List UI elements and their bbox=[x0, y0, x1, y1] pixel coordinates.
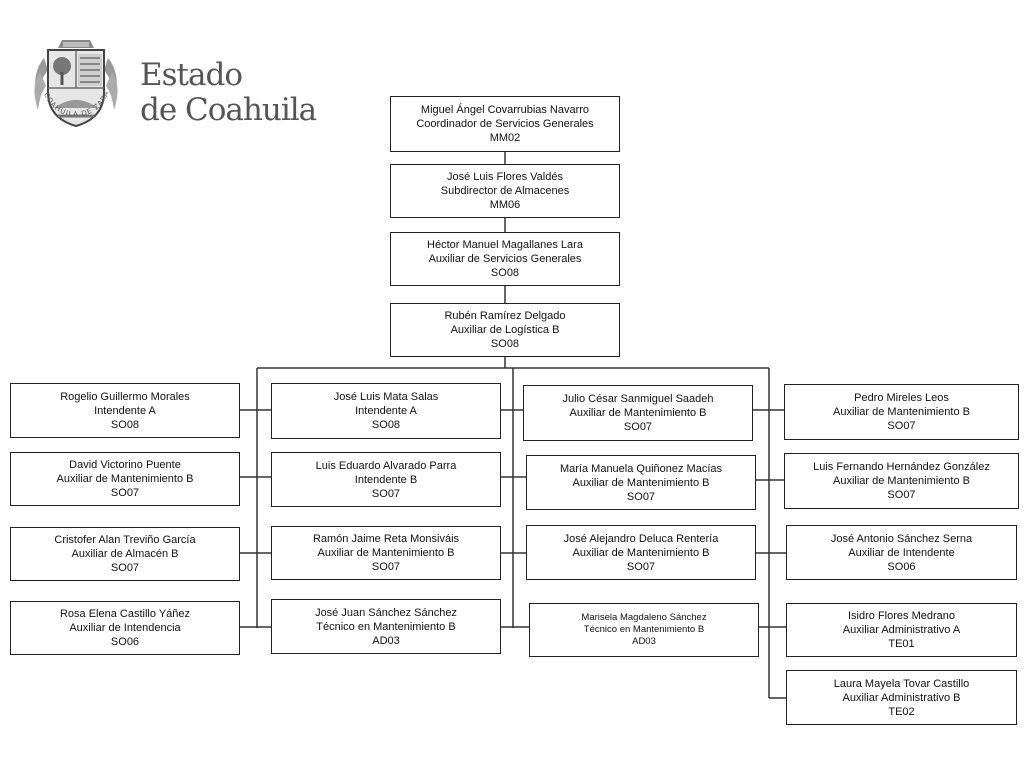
org-node: José Juan Sánchez Sánchez Técnico en Man… bbox=[271, 599, 501, 654]
node-code: SO08 bbox=[110, 418, 140, 431]
org-node-servicios-generales: Héctor Manuel Magallanes Lara Auxiliar d… bbox=[390, 232, 620, 286]
node-name: Rogelio Guillermo Morales bbox=[60, 390, 190, 403]
node-code: TE01 bbox=[888, 638, 915, 650]
node-name: Luis Fernando Hernández González bbox=[813, 461, 990, 473]
node-role: Auxiliar Administrativo A bbox=[842, 624, 961, 636]
node-name: Miguel Ángel Covarrubias Navarro bbox=[420, 104, 590, 116]
node-name: José Luis Mata Salas bbox=[333, 391, 439, 403]
org-node: Cristofer Alan Treviño García Auxiliar d… bbox=[10, 527, 240, 581]
org-node: José Luis Mata Salas Intendente A SO08 bbox=[271, 383, 501, 439]
node-role: Auxiliar de Logística B bbox=[450, 324, 560, 336]
node-role: Auxiliar de Mantenimiento B bbox=[572, 476, 710, 489]
org-node: Pedro Mireles Leos Auxiliar de Mantenimi… bbox=[784, 384, 1019, 440]
node-code: SO06 bbox=[110, 636, 140, 648]
node-name: José Luis Flores Valdés bbox=[447, 171, 563, 183]
org-node: Luis Fernando Hernández González Auxilia… bbox=[784, 453, 1019, 509]
node-code: SO07 bbox=[371, 561, 401, 573]
org-node: Isidro Flores Medrano Auxiliar Administr… bbox=[786, 603, 1017, 657]
node-role: Coordinador de Servicios Generales bbox=[416, 118, 594, 130]
node-name: David Victorino Puente bbox=[69, 459, 181, 471]
org-node-subdirector: José Luis Flores Valdés Subdirector de A… bbox=[390, 164, 620, 218]
org-node: José Antonio Sánchez Serna Auxiliar de I… bbox=[786, 525, 1017, 580]
node-name: José Antonio Sánchez Serna bbox=[830, 532, 973, 545]
node-name: Héctor Manuel Magallanes Lara bbox=[427, 239, 583, 251]
node-code: SO07 bbox=[887, 489, 916, 501]
node-role: Auxiliar de Intendencia bbox=[69, 622, 181, 634]
node-role: Auxiliar de Mantenimiento B bbox=[56, 473, 194, 485]
org-node: Laura Mayela Tovar Castillo Auxiliar Adm… bbox=[786, 670, 1017, 725]
node-role: Auxiliar de Mantenimiento B bbox=[317, 547, 455, 559]
node-name: Laura Mayela Tovar Castillo bbox=[833, 677, 970, 690]
page-title: Estado de Coahuila bbox=[140, 57, 317, 128]
org-node: María Manuela Quiñonez Macías Auxiliar d… bbox=[526, 455, 756, 510]
node-name: Luis Eduardo Alvarado Parra bbox=[315, 459, 457, 472]
node-role: Técnico en Mantenimiento B bbox=[583, 624, 705, 635]
node-role: Auxiliar de Mantenimiento B bbox=[569, 407, 707, 419]
node-code: SO07 bbox=[623, 421, 653, 433]
node-code: TE02 bbox=[888, 705, 915, 718]
node-code: SO08 bbox=[371, 419, 401, 431]
node-code: SO07 bbox=[626, 490, 656, 503]
node-role: Intendente A bbox=[94, 404, 156, 417]
node-role: Subdirector de Almacenes bbox=[440, 185, 570, 197]
node-name: Isidro Flores Medrano bbox=[848, 610, 955, 622]
org-node: Luis Eduardo Alvarado Parra Intendente B… bbox=[271, 452, 501, 507]
org-node: Julio César Sanmiguel Saadeh Auxiliar de… bbox=[523, 385, 753, 441]
node-name: Rosa Elena Castillo Yáñez bbox=[59, 608, 191, 620]
org-node: José Alejandro Deluca Rentería Auxiliar … bbox=[526, 525, 756, 580]
org-node: Rogelio Guillermo Morales Intendente A S… bbox=[10, 383, 240, 438]
node-role: Auxiliar de Servicios Generales bbox=[428, 253, 582, 265]
node-code: SO07 bbox=[371, 487, 401, 500]
node-code: MM06 bbox=[489, 199, 521, 211]
state-seal-logo: COAHUILA DE ZARAGOZA bbox=[27, 30, 122, 132]
node-name: Rubén Ramírez Delgado bbox=[444, 310, 566, 322]
node-role: Auxiliar de Mantenimiento B bbox=[572, 546, 710, 559]
node-code: SO06 bbox=[887, 560, 916, 573]
node-role: Auxiliar de Almacén B bbox=[71, 548, 179, 560]
node-role: Auxiliar Administrativo B bbox=[842, 691, 961, 704]
node-name: José Juan Sánchez Sánchez bbox=[315, 606, 457, 619]
node-role: Auxiliar de Intendente bbox=[848, 546, 955, 559]
title-line-1: Estado bbox=[140, 57, 243, 93]
node-name: José Alejandro Deluca Rentería bbox=[563, 532, 719, 545]
node-code: SO08 bbox=[490, 338, 520, 350]
node-code: MM02 bbox=[489, 132, 521, 144]
node-name: Ramón Jaime Reta Monsiváis bbox=[312, 533, 460, 545]
node-name: María Manuela Quiñonez Macías bbox=[559, 462, 723, 475]
node-name: Marisela Magdaleno Sánchez bbox=[581, 612, 707, 623]
node-code: SO07 bbox=[110, 562, 140, 574]
org-node: Rosa Elena Castillo Yáñez Auxiliar de In… bbox=[10, 601, 240, 655]
node-role: Auxiliar de Mantenimiento B bbox=[833, 406, 970, 418]
org-node: David Victorino Puente Auxiliar de Mante… bbox=[10, 452, 240, 506]
node-role: Auxiliar de Mantenimiento B bbox=[833, 475, 970, 487]
org-node-logistica: Rubén Ramírez Delgado Auxiliar de Logíst… bbox=[390, 303, 620, 357]
node-role: Intendente B bbox=[354, 473, 418, 486]
node-role: Intendente A bbox=[355, 405, 417, 417]
org-node-coordinador: Miguel Ángel Covarrubias Navarro Coordin… bbox=[390, 96, 620, 152]
node-code: SO08 bbox=[490, 267, 520, 279]
node-code: SO07 bbox=[110, 487, 140, 499]
node-code: SO07 bbox=[626, 560, 656, 573]
node-code: SO07 bbox=[887, 420, 916, 432]
title-line-2: de Coahuila bbox=[140, 92, 317, 128]
node-code: AD03 bbox=[372, 634, 400, 647]
org-node: Ramón Jaime Reta Monsiváis Auxiliar de M… bbox=[271, 526, 501, 580]
node-role: Técnico en Mantenimiento B bbox=[316, 620, 456, 633]
node-name: Pedro Mireles Leos bbox=[854, 392, 949, 404]
node-name: Julio César Sanmiguel Saadeh bbox=[562, 393, 714, 405]
org-node: Marisela Magdaleno Sánchez Técnico en Ma… bbox=[529, 603, 759, 657]
node-code: AD03 bbox=[632, 636, 656, 647]
node-name: Cristofer Alan Treviño García bbox=[54, 534, 196, 546]
